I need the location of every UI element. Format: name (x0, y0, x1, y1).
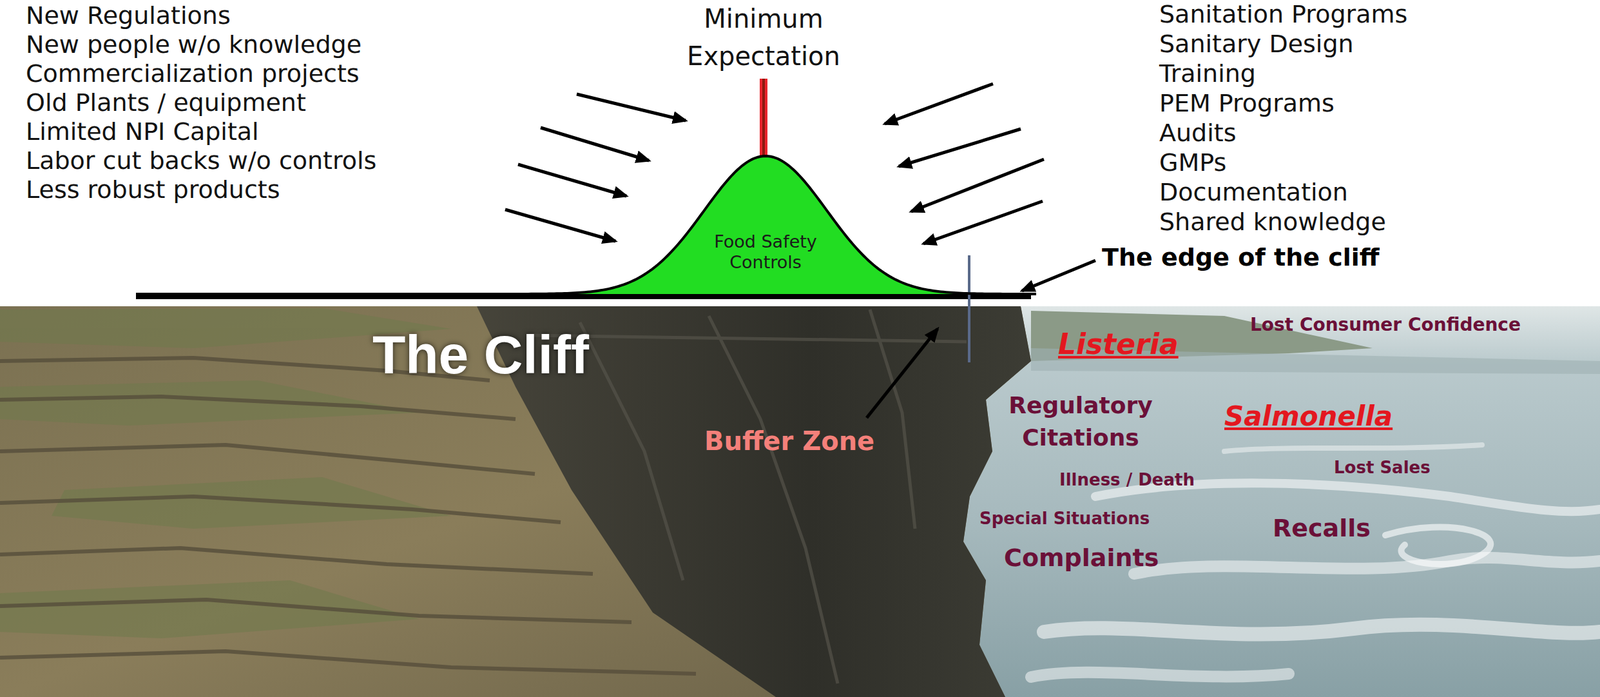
node-text: Food Safety Controls (694, 231, 837, 273)
hazard-label: Listeria (1058, 326, 1179, 363)
sea (0, 306, 1600, 697)
control-item: PEM Programs (1159, 88, 1335, 118)
pressure-item: New people w/o knowledge (25, 30, 362, 59)
pressure-item: Labor cut backs w/o controls (25, 146, 377, 175)
control-item: Shared knowledge (1159, 207, 1387, 236)
bell-curve-outline (494, 155, 1037, 294)
pressure-item: Old Plants / equipment (25, 88, 307, 117)
edge-marker-line (967, 255, 971, 363)
pressure-item: Limited NPI Capital (25, 117, 260, 146)
cliff-land (0, 306, 1032, 697)
control-item: Sanitary Design (1159, 29, 1354, 58)
control-item: Audits (1159, 118, 1236, 147)
edge-label: The edge of the cliff (1101, 241, 1380, 273)
control-item: Documentation (1159, 177, 1349, 207)
buffer-leader (866, 328, 938, 418)
pressure-item: Less robust products (25, 175, 281, 204)
hazard-label: Salmonella (1224, 399, 1393, 434)
buffer-label: Buffer Zone (704, 425, 875, 457)
bell-curve-shape (494, 152, 1037, 297)
consequence-label: Recalls (1272, 512, 1371, 544)
cliff-cracks (528, 309, 967, 684)
consequence-label: Special Situations (979, 507, 1150, 529)
consequence-label: Illness / Death (1059, 469, 1195, 490)
pressure-item: Commercialization projects (25, 59, 360, 88)
pressure-item: New Regulations (25, 1, 231, 30)
control-item: Training (1159, 59, 1256, 88)
cliff-title: The Cliff (372, 322, 589, 387)
consequence-label: Complaints (1003, 541, 1159, 573)
consequence-label: Lost Sales (1333, 456, 1431, 478)
expectation-label: Minimum Expectation (666, 0, 861, 75)
consequence-label: Regulatory Citations (983, 389, 1178, 454)
control-item: GMPs (1159, 148, 1227, 177)
control-item: Sanitation Programs (1159, 0, 1408, 29)
bell-curve-fill (494, 155, 1037, 294)
consequence-label: Lost Consumer Confidence (1250, 313, 1521, 337)
bell-curve: Food Safety Controls (494, 152, 1037, 297)
edge-leader (1021, 260, 1096, 291)
